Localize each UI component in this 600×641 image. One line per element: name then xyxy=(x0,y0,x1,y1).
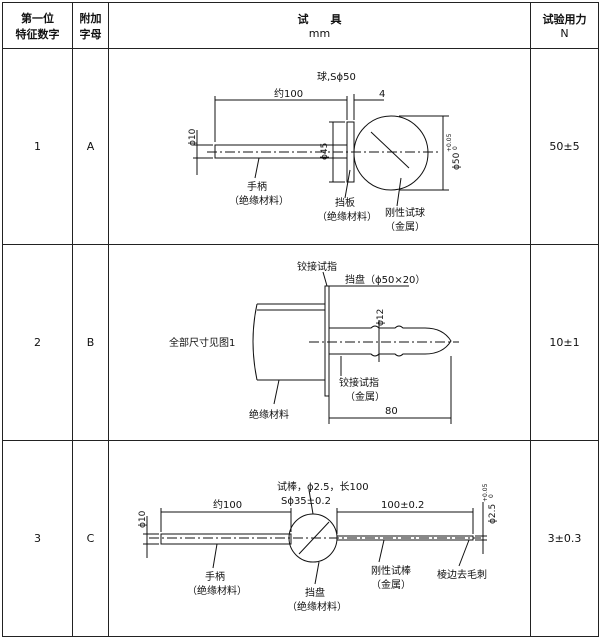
svg-text:约100: 约100 xyxy=(274,87,303,100)
svg-text:手柄: 手柄 xyxy=(205,570,225,583)
figure-jointed-finger: 铰接试指 挡盘（ϕ50×20） 全部尺寸见图1 ϕ12 铰接试指 （金属） 80… xyxy=(108,244,531,441)
letter-3: C xyxy=(72,440,109,637)
row-2: 2 B xyxy=(2,244,599,441)
svg-text:0: 0 xyxy=(452,146,459,150)
svg-text:+0.05: +0.05 xyxy=(482,483,489,502)
svg-text:4: 4 xyxy=(379,89,385,100)
digit-3: 3 xyxy=(2,440,73,637)
digit-1: 1 xyxy=(2,48,73,245)
svg-text:（绝缘材料）: （绝缘材料） xyxy=(229,194,289,207)
svg-text:刚性试棒: 刚性试棒 xyxy=(371,564,411,577)
svg-text:挡盘（ϕ50×20）: 挡盘（ϕ50×20） xyxy=(345,273,425,286)
force-3: 3±0.3 xyxy=(530,440,599,637)
svg-text:Sϕ35±0.2: Sϕ35±0.2 xyxy=(281,496,331,507)
digit-2: 2 xyxy=(2,244,73,441)
svg-text:+0.05: +0.05 xyxy=(446,133,453,152)
svg-text:棱边去毛刺: 棱边去毛刺 xyxy=(437,568,487,581)
svg-text:ϕ45: ϕ45 xyxy=(320,142,330,159)
header-row: 第一位 特征数字 附加 字母 试 具 mm 试验用力 N xyxy=(2,2,599,49)
row-1: 1 A xyxy=(2,48,599,245)
header-probe: 试 具 mm xyxy=(108,2,531,49)
svg-text:80: 80 xyxy=(385,406,398,417)
svg-text:ϕ10: ϕ10 xyxy=(138,510,148,528)
svg-text:全部尺寸见图1: 全部尺寸见图1 xyxy=(169,336,235,349)
rod-handle-shape xyxy=(160,533,292,544)
sphere-probe-drawing: 球,Sϕ50 约100 4 ϕ10 ϕ45 ϕ50 +0.05 0 手柄 （绝缘… xyxy=(188,70,462,233)
svg-text:（金属）: （金属） xyxy=(345,390,385,403)
svg-text:（绝缘材料）: （绝缘材料） xyxy=(187,584,247,597)
svg-text:球,Sϕ50: 球,Sϕ50 xyxy=(317,70,356,83)
svg-text:ϕ12: ϕ12 xyxy=(376,308,386,325)
svg-text:（绝缘材料）: （绝缘材料） xyxy=(317,210,377,223)
svg-text:ϕ10: ϕ10 xyxy=(188,128,198,146)
svg-text:（金属）: （金属） xyxy=(385,220,425,233)
svg-text:铰接试指: 铰接试指 xyxy=(339,376,379,389)
row-3: 3 C xyxy=(2,440,599,637)
svg-text:铰接试指: 铰接试指 xyxy=(297,260,337,273)
header-letter: 附加 字母 xyxy=(72,2,109,49)
svg-text:挡盘: 挡盘 xyxy=(305,586,325,599)
force-2: 10±1 xyxy=(530,244,599,441)
ball-shape xyxy=(353,115,429,190)
stop-plate-shape xyxy=(324,285,330,396)
svg-text:约100: 约100 xyxy=(213,498,242,511)
jointed-finger-drawing: 铰接试指 挡盘（ϕ50×20） 全部尺寸见图1 ϕ12 铰接试指 （金属） 80… xyxy=(169,260,459,424)
svg-text:挡板: 挡板 xyxy=(335,196,355,209)
svg-text:ϕ50: ϕ50 xyxy=(452,152,462,170)
svg-text:（金属）: （金属） xyxy=(371,578,411,591)
force-1: 50±5 xyxy=(530,48,599,245)
svg-text:试棒，ϕ2.5，长100: 试棒，ϕ2.5，长100 xyxy=(277,480,369,493)
rod-probe-drawing: 试棒，ϕ2.5，长100 Sϕ35±0.2 约100 100±0.2 ϕ10 ϕ… xyxy=(138,480,498,613)
svg-text:0: 0 xyxy=(488,494,495,498)
svg-text:（绝缘材料）: （绝缘材料） xyxy=(287,600,347,613)
svg-text:100±0.2: 100±0.2 xyxy=(381,500,424,511)
header-force: 试验用力 N xyxy=(530,2,599,49)
svg-text:刚性试球: 刚性试球 xyxy=(385,206,425,219)
figure-sphere-probe: 球,Sϕ50 约100 4 ϕ10 ϕ45 ϕ50 +0.05 0 手柄 （绝缘… xyxy=(108,48,531,245)
figure-rod-probe: 试棒，ϕ2.5，长100 Sϕ35±0.2 约100 100±0.2 ϕ10 ϕ… xyxy=(108,440,531,637)
svg-text:绝缘材料: 绝缘材料 xyxy=(249,408,289,421)
svg-text:手柄: 手柄 xyxy=(247,180,267,193)
svg-text:ϕ2.5: ϕ2.5 xyxy=(488,503,498,523)
letter-1: A xyxy=(72,48,109,245)
letter-2: B xyxy=(72,244,109,441)
finger-shape xyxy=(328,325,452,356)
header-digit: 第一位 特征数字 xyxy=(2,2,73,49)
